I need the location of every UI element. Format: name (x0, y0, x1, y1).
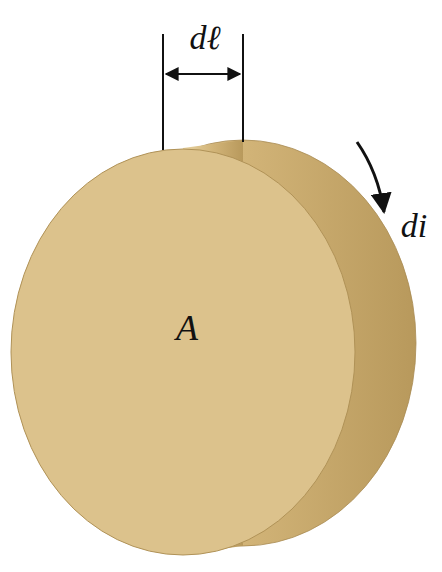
area-label: A (176, 310, 198, 346)
disc-face-outline (10, 148, 356, 556)
current-label: di (399, 209, 429, 243)
current-arrow (357, 142, 384, 212)
disc-face: A (10, 148, 356, 556)
thickness-label: dℓ (187, 21, 222, 55)
